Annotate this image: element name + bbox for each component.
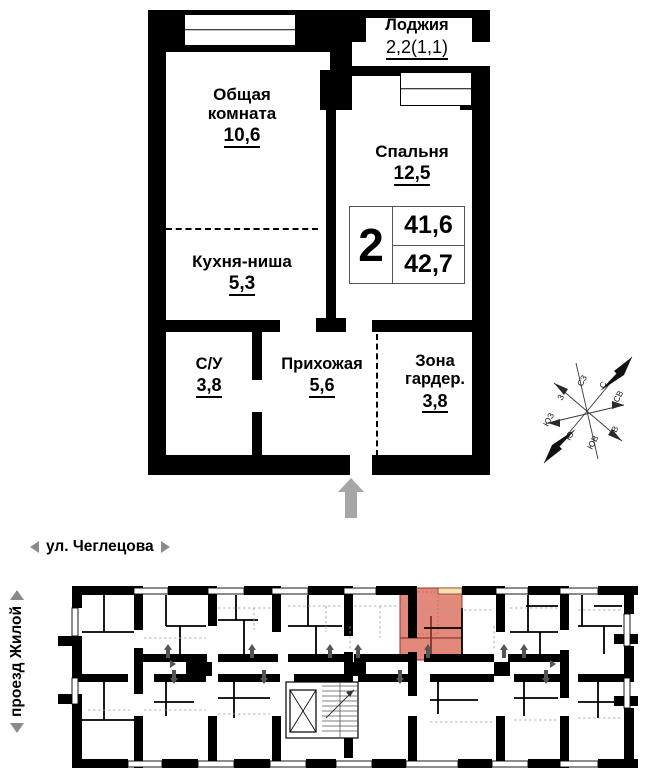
wall-exterior-bottom-left (148, 455, 348, 475)
building-interior-walls (72, 586, 634, 768)
room-label-hallway: Прихожая 5,6 (262, 355, 382, 398)
summary-area-alt: 42,7 (404, 249, 453, 278)
wall-exterior-right (472, 110, 490, 475)
room-name-loggia: Лоджия (385, 16, 449, 34)
stair-core (285, 681, 359, 739)
wall-exterior-bottom-right (372, 455, 490, 475)
compass-label-w: З (555, 393, 566, 402)
room-name-kitchen-niche: Кухня-ниша (192, 252, 292, 271)
room-area-bathroom: 3,8 (196, 375, 222, 398)
entrance-up-arrow-icon (338, 478, 364, 518)
room-label-kitchen-niche: Кухня-ниша 5,3 (166, 252, 318, 297)
room-area-hallway: 5,6 (309, 375, 335, 398)
room-area-wardrobe: 3,8 (422, 391, 448, 414)
room-label-bedroom: Спальня 12,5 (352, 142, 472, 187)
triangle-right-icon (160, 541, 170, 553)
wall-partition-kitchen-bottom (148, 320, 280, 332)
wall-partition-wardrobe-top (372, 320, 490, 332)
wall-partition-center-foot (316, 318, 346, 332)
wall-loggia-right (472, 10, 490, 42)
room-area-loggia: 2,2(1,1) (385, 37, 449, 60)
room-name-wardrobe-line2: гардер. (404, 370, 466, 389)
wall-loggia-top (352, 10, 472, 18)
compass-label-e: В (609, 424, 621, 434)
triangle-down-icon (10, 722, 24, 733)
compass-label-nw: СЗ (575, 373, 589, 388)
street-name-top: ул. Чеглецова (46, 538, 154, 555)
wall-entrance-jamb-left (330, 455, 350, 475)
wall-bedroom-corner (320, 70, 352, 110)
triangle-left-icon (30, 541, 39, 553)
room-area-living-room: 10,6 (223, 125, 261, 149)
summary-areas: 41,6 42,7 (392, 207, 464, 283)
wall-loggia-bottom (352, 66, 472, 76)
summary-rooms-count: 2 (358, 219, 384, 271)
compass-rose-icon: С СВ В ЮВ Ю ЮЗ З СЗ (541, 356, 633, 464)
room-label-bathroom: С/У 3,8 (168, 355, 250, 398)
dash-wardrobe-divider (376, 334, 378, 456)
wall-bathroom-right-lower (252, 412, 262, 474)
compass-label-n: С (597, 380, 609, 390)
wall-loggia-left (352, 10, 366, 42)
room-label-loggia: Лоджия 2,2(1,1) (362, 16, 472, 60)
dash-living-kitchen-divider (166, 228, 318, 230)
wall-bathroom-right-upper (252, 320, 262, 380)
room-name-bedroom: Спальня (375, 142, 449, 161)
street-name-left: проезд Жилой (8, 606, 25, 717)
building-dashed-hints (88, 605, 622, 723)
compass-label-sw: ЮЗ (541, 411, 556, 428)
apartment-floor-plan: Общая комната 10,6 Спальня 12,5 Кухня-ни… (0, 0, 646, 525)
compass-label-se: ЮВ (585, 433, 601, 451)
building-floor-plan (58, 586, 638, 768)
room-name-hallway: Прихожая (281, 355, 363, 373)
wall-partition-center-vertical (326, 108, 336, 330)
apartment-summary-box: 2 41,6 42,7 (349, 206, 465, 284)
building-windows (71, 587, 631, 768)
room-area-kitchen-niche: 5,3 (228, 273, 256, 297)
corridor-arrow-icons (164, 644, 556, 684)
room-name-bathroom: С/У (195, 355, 223, 373)
window-bedroom (400, 72, 472, 106)
room-name-living-room-line2: комната (207, 104, 277, 124)
triangle-up-icon (10, 590, 24, 600)
room-name-wardrobe-line1: Зона (415, 352, 455, 370)
street-label-left: проезд Жилой (2, 590, 32, 768)
room-label-wardrobe: Зона гардер. 3,8 (382, 352, 488, 414)
window-living-room (184, 14, 296, 46)
summary-area-total: 41,6 (393, 207, 464, 246)
room-name-living-room-line1: Общая (213, 85, 271, 104)
room-area-bedroom: 12,5 (393, 163, 431, 187)
room-label-living-room: Общая комната 10,6 (166, 85, 318, 149)
street-label-top: ул. Чеглецова (30, 538, 170, 556)
wall-exterior-left (148, 10, 166, 475)
